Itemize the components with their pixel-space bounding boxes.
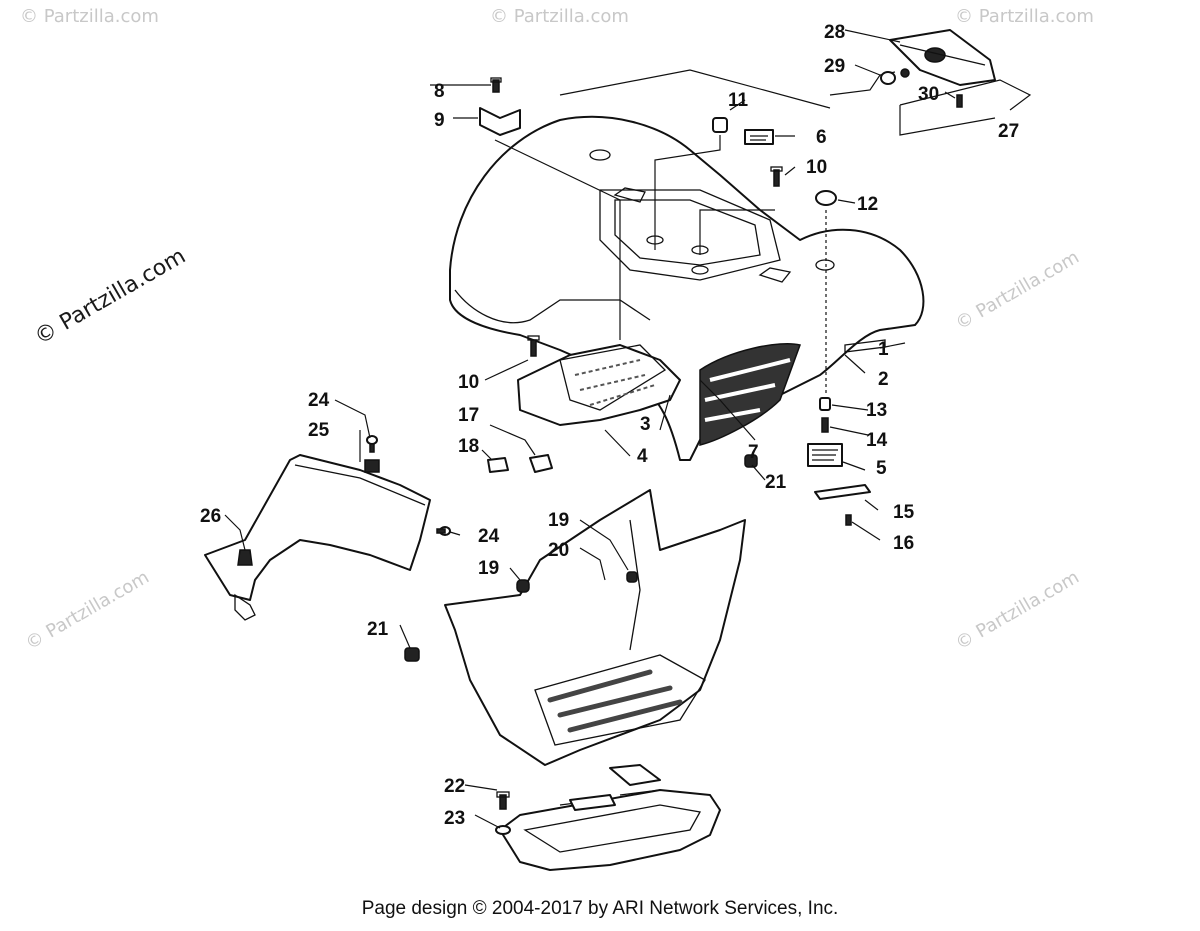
callout-26: 26 xyxy=(200,506,221,527)
callout-22: 22 xyxy=(444,776,465,797)
callout-16: 16 xyxy=(893,533,914,554)
callout-11: 11 xyxy=(728,90,749,111)
callout-8: 8 xyxy=(434,81,445,102)
watermark-tile: © Partzilla.com xyxy=(20,6,159,27)
watermark-tile: © Partzilla.com xyxy=(22,567,153,655)
callout-28: 28 xyxy=(824,22,845,43)
footrest xyxy=(499,764,721,871)
callout-27: 27 xyxy=(998,121,1019,142)
watermark-tile: © Partzilla.com xyxy=(952,247,1083,335)
callout-10-top: 10 xyxy=(806,157,827,178)
callout-1: 1 xyxy=(878,339,889,360)
leader-lines xyxy=(224,29,956,829)
callout-6: 6 xyxy=(816,127,827,148)
callout-19-upper: 19 xyxy=(548,510,569,531)
callout-20: 20 xyxy=(548,540,569,561)
storage-box xyxy=(517,344,681,426)
callout-labels: 1 2 3 4 5 6 7 8 9 10 10 11 12 13 14 15 1… xyxy=(200,22,1019,829)
callout-29: 29 xyxy=(824,56,845,77)
callout-21-left: 21 xyxy=(367,619,389,640)
side-panel xyxy=(204,454,431,621)
watermark-tile: © Partzilla.com xyxy=(952,567,1083,655)
callout-4: 4 xyxy=(637,446,648,467)
watermark-tile: © Partzilla.com xyxy=(490,6,629,27)
callout-3: 3 xyxy=(640,414,651,435)
callout-23: 23 xyxy=(444,808,465,829)
callout-17: 17 xyxy=(458,405,479,426)
callout-18: 18 xyxy=(458,436,479,457)
callout-15: 15 xyxy=(893,502,915,523)
callout-7: 7 xyxy=(748,442,759,463)
watermark-tile: © Partzilla.com xyxy=(955,6,1094,27)
callout-14: 14 xyxy=(866,430,888,451)
callout-25: 25 xyxy=(308,420,330,441)
callout-30: 30 xyxy=(918,84,939,105)
callout-13: 13 xyxy=(866,400,887,421)
taillight xyxy=(829,29,1032,136)
callout-5: 5 xyxy=(876,458,887,479)
callout-24-bottom: 24 xyxy=(478,526,500,547)
callout-19-lower: 19 xyxy=(478,558,499,579)
callout-9: 9 xyxy=(434,110,445,131)
footer-copyright: Page design © 2004-2017 by ARI Network S… xyxy=(361,898,839,919)
callout-2: 2 xyxy=(878,369,889,390)
callout-21-right: 21 xyxy=(765,472,787,493)
callout-10-left: 10 xyxy=(458,372,479,393)
callout-24-top: 24 xyxy=(308,390,330,411)
callout-12: 12 xyxy=(857,194,878,215)
watermark-main: © Partzilla.com xyxy=(31,244,191,351)
